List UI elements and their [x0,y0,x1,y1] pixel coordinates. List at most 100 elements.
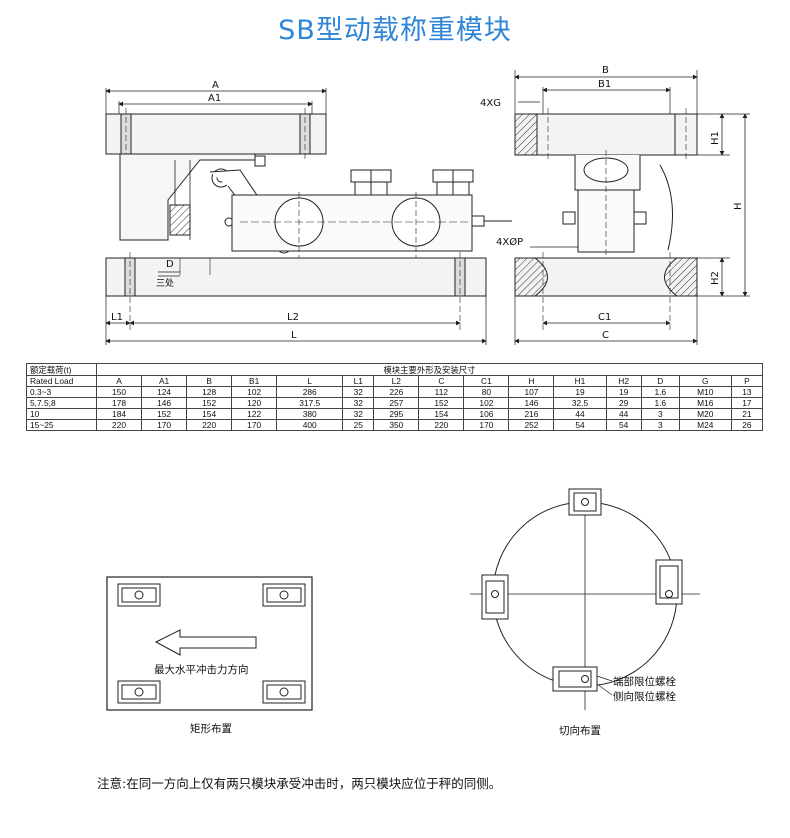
table-cell: 184 [95,408,143,420]
table-cell: 317.5 [276,397,344,409]
rated-load-cn-header: 额定载荷(t) [26,363,97,376]
module-top-right [262,583,306,607]
table-cell: 17 [730,397,764,409]
table-row: 5,7.5,8 178 146 152 120 317.5 32 257 152… [26,397,764,409]
dim-C-label: C [602,330,609,341]
col-header: L2 [373,375,420,387]
table-cell: 216 [508,408,555,420]
dim-C1-label: C1 [598,312,611,323]
table-cell: 128 [186,386,233,398]
table-cell: 44 [605,408,642,420]
table-cell: 220 [418,419,465,431]
dim-B-label: B [602,65,609,76]
hole-G-label: 4XG [480,98,501,109]
col-header: A1 [141,375,188,387]
row-load: 0.3~3 [26,386,97,398]
table-cell: 80 [463,386,510,398]
rated-load-en-header: Rated Load [26,375,97,387]
col-header: A [95,375,143,387]
table-row: 0.3~3 150 124 128 102 286 32 226 112 80 … [26,386,764,398]
dim-L-label: L [291,330,297,341]
tangent-layout-caption: 切向布置 [559,724,601,737]
table-cell: M24 [678,419,732,431]
table-row: 10 184 152 154 122 380 32 295 154 106 21… [26,408,764,420]
table-cell: 54 [553,419,607,431]
table-cell: 257 [373,397,420,409]
table-cell: 380 [276,408,344,420]
table-cell: 154 [186,408,233,420]
dim-L1-label: L1 [111,312,123,323]
table-cell: 146 [508,397,555,409]
col-header: H1 [553,375,607,387]
table-cell: 170 [231,419,278,431]
table-cell: 32 [342,386,375,398]
table-cell: 1.6 [640,397,680,409]
dim-H-label: H [733,202,744,210]
dim-H2-label: H2 [710,271,721,285]
col-header: H2 [605,375,642,387]
table-cell: 178 [95,397,143,409]
module-top [568,488,602,516]
table-cell: 226 [373,386,420,398]
row-load: 15~25 [26,419,97,431]
table-cell: 29 [605,397,642,409]
col-header: C1 [463,375,510,387]
weld-label: 三处 [156,277,174,289]
table-cell: 32 [342,397,375,409]
col-header: C [418,375,465,387]
table-cell: 220 [95,419,143,431]
row-load: 10 [26,408,97,420]
table-cell: 152 [186,397,233,409]
hole-P-label: 4XØP [496,236,523,248]
table-cell: 120 [231,397,278,409]
row-load: 5,7.5,8 [26,397,97,409]
dim-H1-label: H1 [710,131,721,145]
table-cell: 124 [141,386,188,398]
table-cell: 220 [186,419,233,431]
table-cell: 350 [373,419,420,431]
module-top-left [117,583,161,607]
table-cell: 295 [373,408,420,420]
page-title: SB型动载称重模块 [278,15,512,46]
table-cell: 32 [342,408,375,420]
table-cell: 25 [342,419,375,431]
table-cell: M16 [678,397,732,409]
dimension-table: 额定载荷(t) 模块主要外形及安装尺寸 Rated Load A A1 B B1… [26,363,764,431]
table-cell: 32.5 [553,397,607,409]
table-cell: 21 [730,408,764,420]
table-cell: 252 [508,419,555,431]
table-cell: 13 [730,386,764,398]
table-cell: 286 [276,386,344,398]
table-cell: 102 [463,397,510,409]
table-cell: 152 [141,408,188,420]
module-bottom-right [262,680,306,704]
table-cell: 19 [605,386,642,398]
col-header: D [640,375,680,387]
rect-layout-caption: 矩形布置 [190,722,232,735]
table-cell: 1.6 [640,386,680,398]
installation-note: 注意:在同一方向上仅有两只模块承受冲击时，两只模块应位于秤的同侧。 [97,776,502,791]
table-cell: 150 [95,386,143,398]
table-cell: 107 [508,386,555,398]
table-cell: 112 [418,386,465,398]
table-cell: 170 [141,419,188,431]
table-cell: 106 [463,408,510,420]
table-cell: 122 [231,408,278,420]
table-cell: 3 [640,408,680,420]
col-header: H [508,375,555,387]
module-right [655,559,683,605]
rect-layout [106,576,313,711]
table-row: 15~25 220 170 220 170 400 25 350 220 170… [26,419,764,431]
col-header: L1 [342,375,375,387]
module-bottom-left [117,680,161,704]
impact-direction-arrow [154,629,257,656]
table-cell: 170 [463,419,510,431]
table-cell: 152 [418,397,465,409]
module-left [481,574,509,620]
front-view [105,88,512,345]
table-cell: 19 [553,386,607,398]
dim-A-label: A [212,80,219,91]
table-cell: 54 [605,419,642,431]
table-cell: 154 [418,408,465,420]
